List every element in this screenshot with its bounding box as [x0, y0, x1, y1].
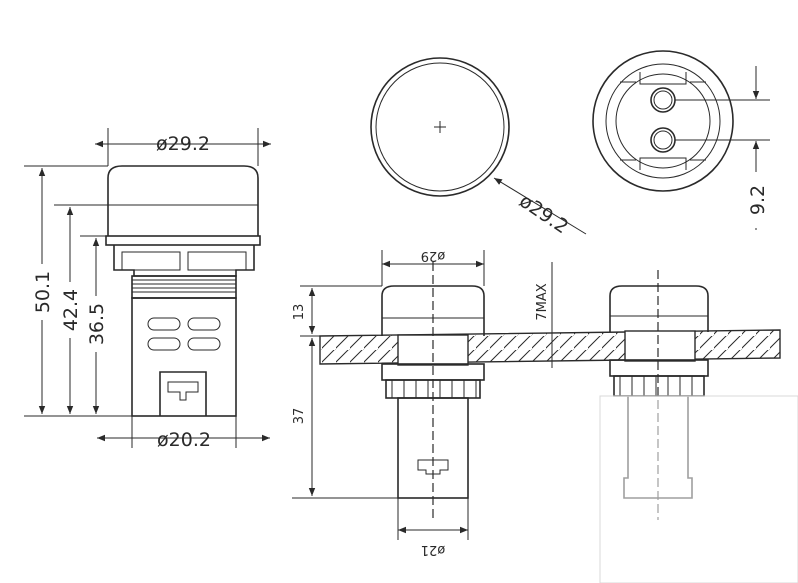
front-thread [131, 275, 237, 299]
front-cap [107, 165, 259, 236]
pin-bottom [650, 127, 676, 153]
front-neck [113, 245, 255, 277]
rear-view: 9.2 [592, 50, 770, 230]
lens-top-view: ø29.2 [370, 57, 587, 238]
front-bezel [105, 235, 261, 246]
front-body [131, 297, 237, 417]
dim-body-dia: ø21 [421, 542, 446, 557]
dim-height-base: 36.5 [86, 303, 108, 345]
panel-section: ø29 13 37 7MAX ø21 [292, 248, 781, 557]
panel-plate [319, 329, 781, 365]
dim-front-width: ø29.2 [156, 133, 210, 155]
dim-front-base: ø20.2 [157, 429, 211, 451]
dim-panel-max: 7MAX [535, 283, 550, 320]
dim-height-mid: 42.4 [60, 289, 82, 331]
dim-section-top: ø29 [421, 248, 446, 263]
dim-pin-spacing: 9.2 [747, 185, 769, 215]
overlay-panel [599, 395, 798, 583]
front-terminal [159, 371, 207, 416]
dim-height-total: 50.1 [32, 271, 54, 313]
dim-body-length: 37 [292, 408, 307, 425]
front-view: ø29.2 ø20.2 50.1 42.4 36.5 [24, 128, 271, 451]
dim-lens-dia: ø29.2 [515, 190, 572, 238]
pin-top [650, 87, 676, 113]
dim-panel-thickness: 13 [292, 304, 307, 321]
